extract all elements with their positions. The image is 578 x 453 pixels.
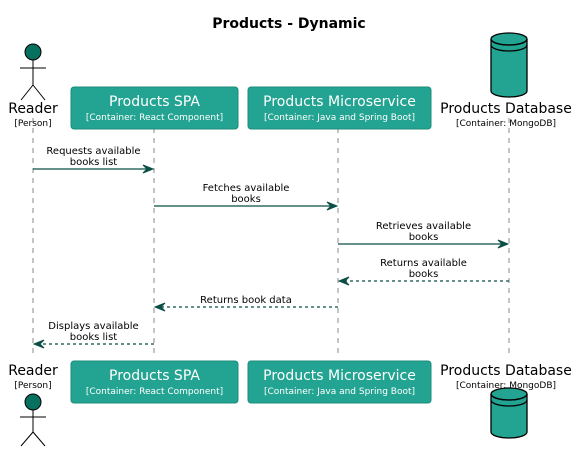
message-label: Retrieves available [376, 221, 471, 232]
database-icon [490, 32, 528, 98]
arrowhead-icon [153, 302, 166, 312]
person-icon [20, 43, 46, 101]
participant-name: Products Database [440, 101, 572, 117]
arrowhead-icon [337, 276, 350, 286]
participant-tech: [Container: Java and Spring Boot] [264, 387, 415, 397]
diagram-title: Products - Dynamic [212, 16, 366, 32]
person-icon [20, 393, 46, 447]
participant-tech: [Person] [14, 381, 51, 391]
arrowhead-icon [32, 339, 45, 349]
message-label: books list [70, 157, 118, 168]
participant-products-microservice-bottom: Products Microservice [Container: Java a… [247, 360, 432, 404]
message-label: books [409, 232, 439, 243]
container-box [247, 360, 432, 404]
message-label: books [409, 269, 439, 280]
participant-name: Products Database [440, 363, 572, 379]
message-label: Returns available [380, 258, 467, 269]
participant-products-microservice-top: Products Microservice [Container: Java a… [247, 86, 432, 130]
arrowhead-icon [326, 201, 339, 211]
participant-products-spa-top: Products SPA [Container: React Component… [70, 86, 239, 130]
arrowhead-icon [142, 164, 155, 174]
message-label: books list [70, 332, 118, 343]
arrowhead-icon [497, 239, 510, 249]
participant-name: Reader [8, 101, 58, 117]
container-box [70, 86, 239, 130]
participant-tech: [Container: MongoDB] [456, 119, 556, 129]
participant-tech: [Container: React Component] [86, 113, 223, 123]
message-label: Displays available [48, 321, 138, 332]
participant-tech: [Person] [14, 119, 51, 129]
message-label: Requests available [46, 146, 140, 157]
participant-reader-top: Reader [Person] [8, 43, 58, 129]
participant-reader-bottom: Reader [Person] [8, 363, 58, 447]
participant-tech: [Container: React Component] [86, 387, 223, 397]
participant-name: Products SPA [109, 94, 200, 110]
participant-name: Reader [8, 363, 58, 379]
participant-name: Products Microservice [263, 368, 416, 384]
message-label: Fetches available [203, 183, 290, 194]
participant-tech: [Container: Java and Spring Boot] [264, 113, 415, 123]
participant-name: Products SPA [109, 368, 200, 384]
database-icon [490, 387, 528, 439]
participant-products-database-top: Products Database [Container: MongoDB] [440, 32, 572, 129]
message-label: Returns book data [200, 295, 292, 306]
participant-tech: [Container: MongoDB] [456, 381, 556, 391]
message-5: Returns book data [153, 295, 338, 312]
participant-name: Products Microservice [263, 94, 416, 110]
container-box [247, 86, 432, 130]
message-label: books [231, 194, 261, 205]
participant-products-database-bottom: Products Database [Container: MongoDB] [440, 363, 572, 439]
participant-products-spa-bottom: Products SPA [Container: React Component… [70, 360, 239, 404]
lifelines [32, 118, 510, 358]
container-box [70, 360, 239, 404]
